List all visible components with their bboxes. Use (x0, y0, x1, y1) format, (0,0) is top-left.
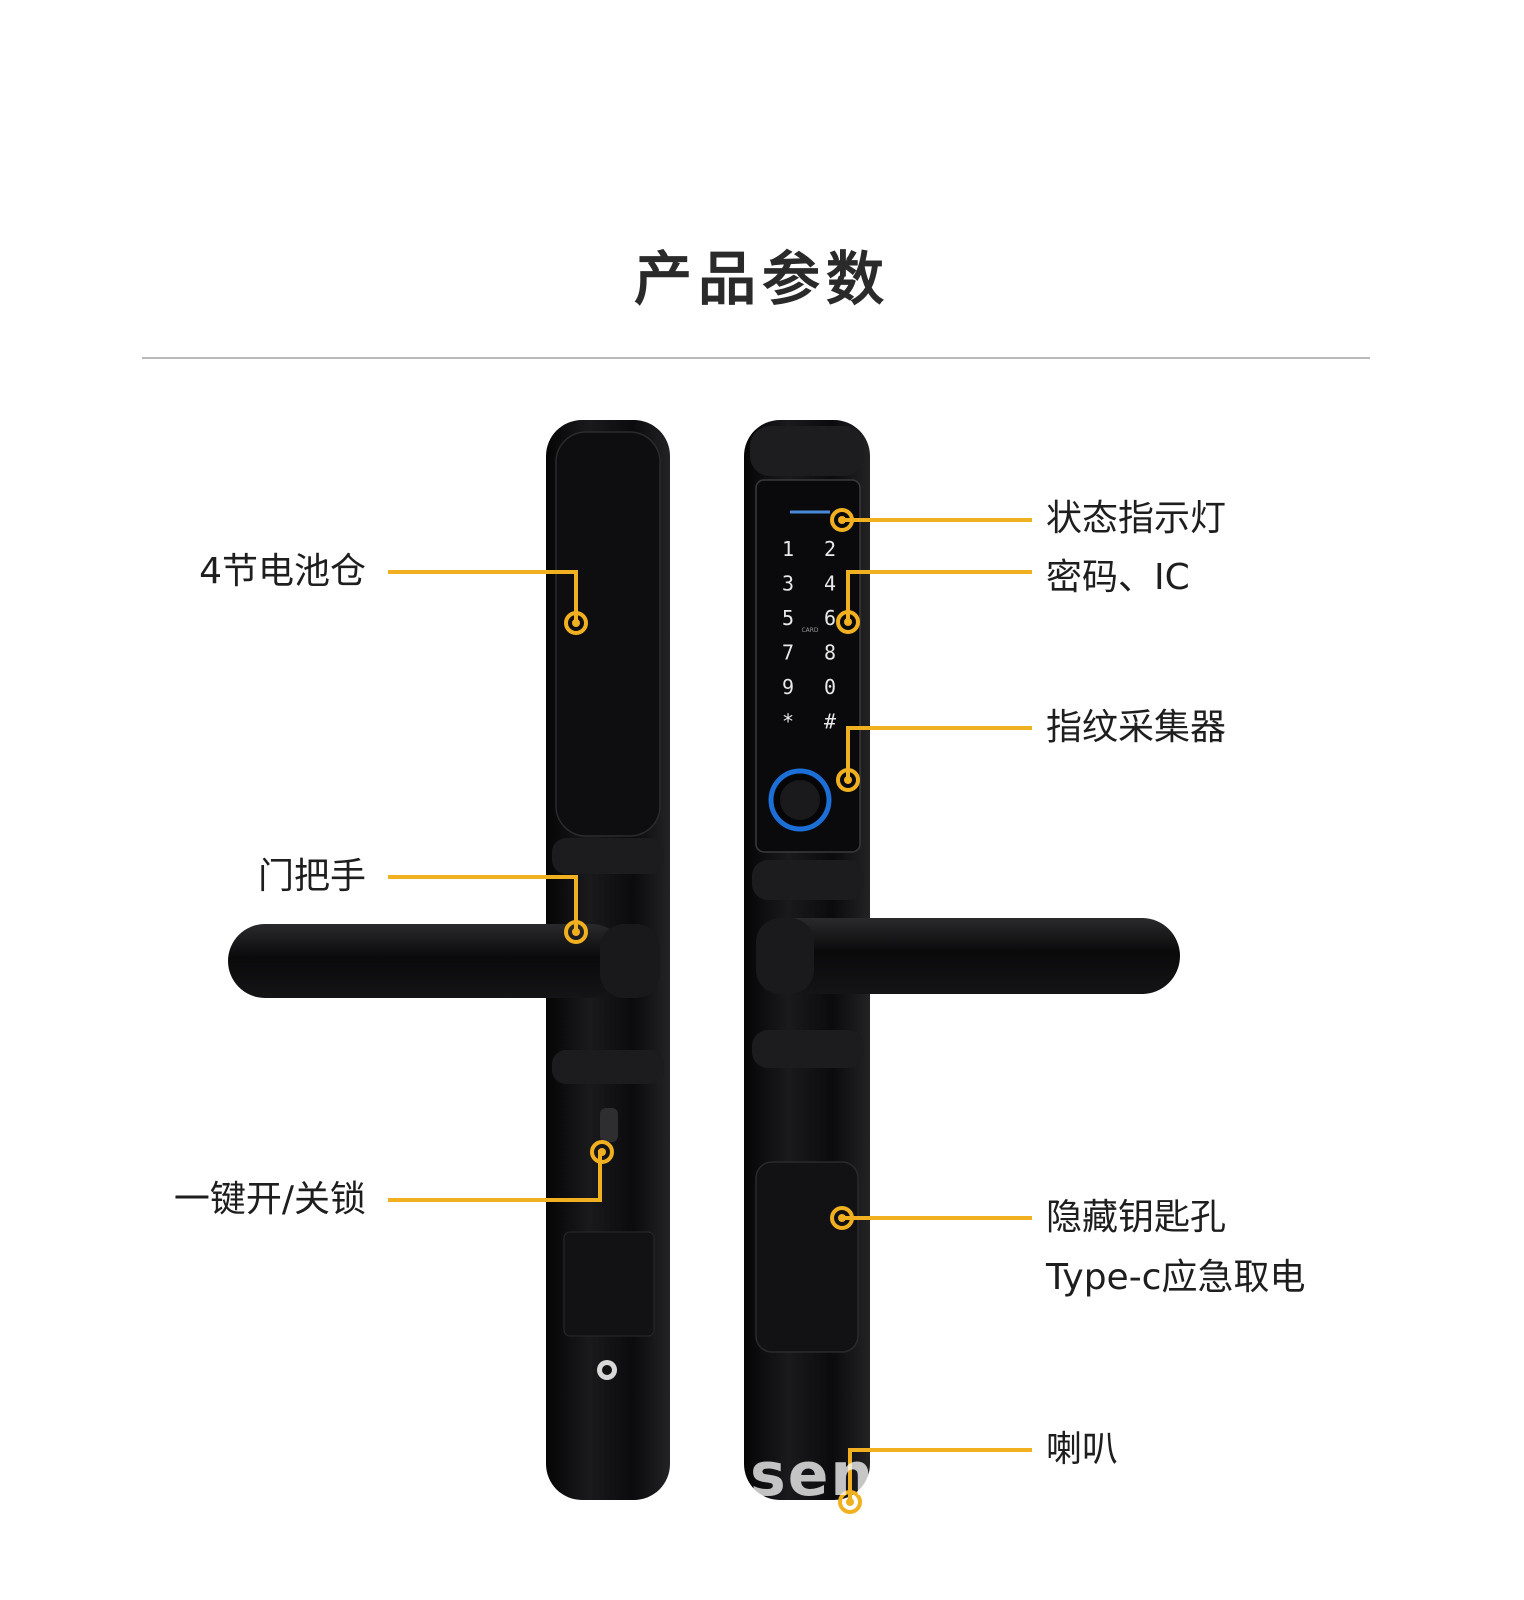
keypad-key: * (782, 710, 794, 734)
marker-status-light (830, 508, 854, 532)
marker-speaker (838, 1490, 862, 1514)
leader-speaker (848, 1448, 1032, 1500)
leader-password-ic (846, 570, 1032, 620)
callout-key-hole: 隐藏钥匙孔 (1046, 1197, 1227, 1238)
back-panel-joint-1 (552, 838, 664, 874)
keypad-key: 5 (782, 606, 794, 630)
front-panel-top-cap (750, 426, 864, 476)
front-lever-handle (760, 918, 1180, 994)
front-panel-joint-1 (752, 860, 864, 900)
marker-handle (564, 920, 588, 944)
watermark: sen (750, 1440, 876, 1510)
front-handle-rose (756, 918, 814, 994)
keypad-key: 8 (824, 641, 836, 665)
marker-fingerprint (836, 768, 860, 792)
keypad-key: 4 (824, 572, 836, 596)
keypad-key: 1 (782, 537, 794, 561)
callout-status-light: 状态指示灯 (1046, 498, 1227, 539)
callout-speaker: 喇叭 (1046, 1429, 1119, 1470)
front-panel (744, 420, 1180, 1500)
callout-handle: 门把手 (257, 856, 366, 897)
callout-fingerprint: 指纹采集器 (1046, 707, 1227, 748)
leader-battery (388, 570, 578, 620)
keypad-key: 6 (824, 606, 836, 630)
marker-key-hole (830, 1206, 854, 1230)
callout-battery: 4节电池仓 (199, 551, 366, 592)
callout-one-key: 一键开/关锁 (173, 1179, 366, 1220)
leader-one-key (388, 1150, 602, 1202)
one-key-switch (600, 1108, 618, 1142)
marker-password-ic (836, 610, 860, 634)
keypad-key: 9 (782, 675, 794, 699)
back-handle-rose (600, 924, 660, 998)
keypad-key: 7 (782, 641, 794, 665)
keypad-glass (755, 479, 861, 853)
page-title: 产品参数 (633, 245, 890, 313)
front-panel-joint-2 (752, 1030, 864, 1068)
callout-typec: Type-c应急取电 (1046, 1257, 1306, 1298)
battery-cover (555, 431, 661, 837)
keypad-key: 3 (782, 572, 794, 596)
back-panel-joint-2 (552, 1050, 664, 1084)
card-reader-label: CARD (801, 627, 818, 634)
back-lever-handle (228, 924, 628, 998)
callout-password-ic: 密码、IC (1046, 557, 1190, 598)
back-panel (228, 420, 670, 1500)
back-square-plate (563, 1231, 655, 1337)
leader-fingerprint (846, 726, 1032, 778)
callout-markers (564, 508, 862, 1514)
leader-handle (388, 875, 578, 930)
marker-battery (564, 611, 588, 635)
divider (142, 357, 1370, 359)
keypad-key: 0 (824, 675, 836, 699)
keypad-key: # (824, 710, 836, 734)
marker-one-key (590, 1140, 614, 1164)
keypad-key: 2 (824, 537, 836, 561)
callout-leaders (388, 518, 1032, 1500)
keypad-keys: 1 2 3 4 5 6 7 8 9 0 * # CARD (782, 537, 836, 734)
key-hole-cover (755, 1161, 859, 1353)
fingerprint-sensor (780, 780, 820, 820)
